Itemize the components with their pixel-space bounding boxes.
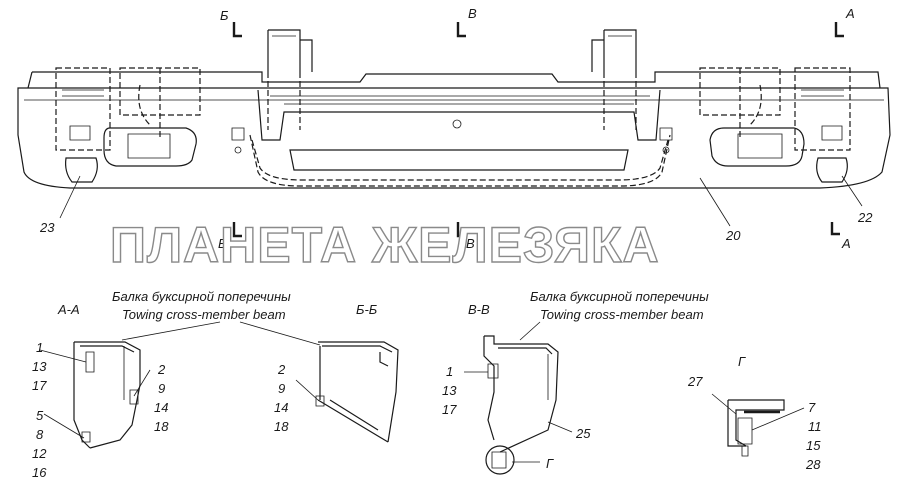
aa-callout-14: 14 <box>154 400 168 415</box>
aa-callout-2: 2 <box>157 362 166 377</box>
main-callouts: 23 22 20 <box>39 175 873 243</box>
callout-23: 23 <box>39 220 55 235</box>
vv-callout-25: 25 <box>575 426 591 441</box>
section-mark-b-top: Б <box>220 8 229 23</box>
g-callout-15: 15 <box>806 438 821 453</box>
g-callout-27: 27 <box>687 374 703 389</box>
section-title-bb: Б-Б <box>356 302 378 317</box>
beam-caption-1-ru: Балка буксирной поперечины <box>112 289 291 304</box>
aa-callout-5: 5 <box>36 408 44 423</box>
aa-callout-13: 13 <box>32 359 47 374</box>
section-marks-bottom: Б В А <box>218 222 851 251</box>
aa-callout-8: 8 <box>36 427 44 442</box>
vv-callout-g: Г <box>546 456 554 471</box>
callout-20: 20 <box>725 228 741 243</box>
vv-callout-1: 1 <box>446 364 453 379</box>
section-title-aa: А-А <box>57 302 80 317</box>
section-bb: Б-Б 2 9 14 18 <box>274 302 399 443</box>
bumper-front-view <box>17 29 891 189</box>
section-mark-v-top: В <box>468 6 477 21</box>
g-callout-11: 11 <box>808 419 822 434</box>
g-callout-28: 28 <box>805 457 821 472</box>
aa-callout-12: 12 <box>32 446 47 461</box>
aa-callout-17: 17 <box>32 378 47 393</box>
g-callout-7: 7 <box>808 400 816 415</box>
beam-caption-2-ru: Балка буксирной поперечины <box>530 289 709 304</box>
vv-callout-13: 13 <box>442 383 457 398</box>
aa-callout-9: 9 <box>158 381 165 396</box>
beam-caption-left: Балка буксирной поперечины Towing cross-… <box>112 289 321 346</box>
section-mark-a-bottom: А <box>841 236 851 251</box>
bb-callout-18: 18 <box>274 419 289 434</box>
watermark-text: ПЛАНЕТА ЖЕЛЕЗЯКА <box>110 217 660 273</box>
beam-caption-right: Балка буксирной поперечины Towing cross-… <box>519 289 709 341</box>
beam-caption-2-en: Towing cross-member beam <box>540 307 704 322</box>
section-title-g: Г <box>738 354 746 369</box>
bb-callout-9: 9 <box>278 381 285 396</box>
detail-g: Г 27 7 11 15 28 <box>687 354 822 472</box>
aa-callout-18: 18 <box>154 419 169 434</box>
vv-callout-17: 17 <box>442 402 457 417</box>
aa-callout-16: 16 <box>32 465 47 480</box>
bb-callout-14: 14 <box>274 400 288 415</box>
section-title-vv: В-В <box>468 302 490 317</box>
beam-caption-1-en: Towing cross-member beam <box>122 307 286 322</box>
section-aa: А-А 1 13 17 2 9 14 18 5 8 12 16 <box>32 302 169 480</box>
section-marks-top: Б В А <box>220 6 855 38</box>
section-vv: В-В 1 13 17 25 Г <box>442 302 591 475</box>
bb-callout-2: 2 <box>277 362 286 377</box>
callout-22: 22 <box>857 210 873 225</box>
aa-callout-1: 1 <box>36 340 43 355</box>
section-mark-b-bottom: Б <box>218 236 227 251</box>
section-mark-a-top: А <box>845 6 855 21</box>
section-mark-v-bottom: В <box>466 236 475 251</box>
